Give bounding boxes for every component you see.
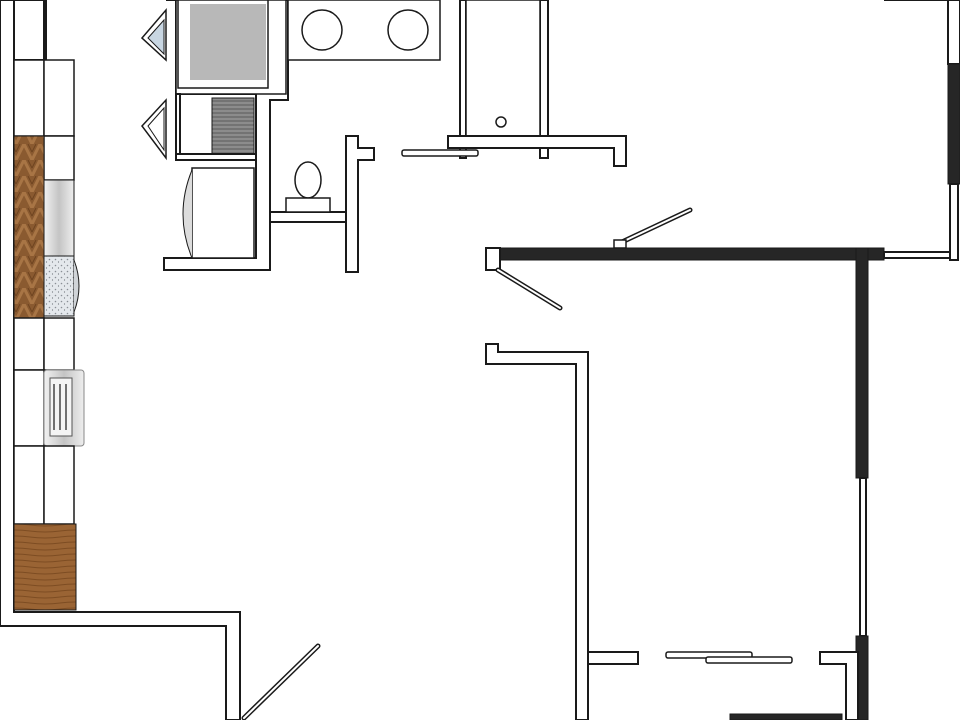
double-sink-icon bbox=[301, 9, 343, 51]
toilet-alcove bbox=[269, 135, 375, 273]
exterior-wall-right bbox=[947, 0, 960, 65]
sink-bowl-edge bbox=[73, 259, 80, 313]
counter-tile bbox=[13, 445, 45, 525]
toilet-shelf bbox=[269, 211, 347, 223]
double-sink-icon bbox=[387, 9, 429, 51]
door-hinge bbox=[613, 239, 627, 249]
interior-wall-bedroom-right bbox=[855, 247, 869, 479]
dryer-door bbox=[182, 169, 193, 259]
bedroom-walls bbox=[485, 0, 960, 720]
shower-wall-right bbox=[539, 0, 549, 159]
wall-segment-top-left bbox=[13, 0, 45, 61]
exterior-wall-right-low bbox=[949, 183, 959, 261]
hall-door-leaf-inner bbox=[621, 209, 691, 243]
toilet-icon bbox=[294, 161, 322, 199]
counter-tile bbox=[13, 369, 45, 447]
wall-cabinet-lower-inner bbox=[147, 106, 165, 152]
dryer-vent bbox=[211, 97, 255, 155]
counter-tile bbox=[43, 59, 75, 137]
closet-wall bbox=[485, 343, 589, 720]
counter-tile bbox=[43, 445, 75, 525]
window-sill bbox=[883, 251, 951, 259]
wall-segment-top-left-2 bbox=[43, 0, 47, 61]
shower-glass-door[interactable] bbox=[401, 149, 479, 157]
laundry-inner-wall bbox=[175, 93, 181, 157]
wall-cabinet-upper-glass bbox=[147, 18, 165, 56]
window-right bbox=[859, 477, 867, 637]
toilet-wall bbox=[345, 135, 375, 273]
granite-sink bbox=[43, 255, 75, 317]
bath-vanity bbox=[287, 0, 441, 61]
closet-wall-stub bbox=[587, 651, 639, 665]
exterior-window-right bbox=[947, 63, 960, 185]
shower bbox=[401, 0, 627, 167]
door-jamb bbox=[485, 247, 501, 271]
shower-wall-left bbox=[459, 0, 467, 159]
counter-tile bbox=[43, 317, 75, 371]
drain-icon bbox=[495, 116, 507, 128]
counter-tile bbox=[13, 317, 45, 371]
kitchen-counter-run bbox=[0, 0, 241, 720]
bedroom-door-leaf-inner bbox=[497, 269, 561, 309]
counter-tile bbox=[43, 135, 75, 181]
toilet-tank bbox=[285, 197, 331, 213]
counter-tile bbox=[13, 59, 45, 137]
dryer-icon bbox=[191, 167, 255, 259]
wood-floor-panel bbox=[13, 135, 45, 319]
closet-wall-stub-right bbox=[819, 651, 859, 720]
interior-wall-bedroom-top bbox=[499, 247, 885, 261]
shower-ledge bbox=[447, 135, 627, 167]
dishwasher bbox=[43, 179, 75, 257]
washer-lid bbox=[190, 4, 266, 80]
closet-slider[interactable] bbox=[705, 656, 793, 664]
laundry-bath-block bbox=[140, 0, 289, 271]
door-leaf-bottom-left-inner bbox=[243, 645, 319, 719]
wood-cabinet bbox=[13, 523, 77, 611]
bottom-dark-wall bbox=[729, 713, 843, 720]
laundry-inner-floor bbox=[175, 153, 257, 161]
